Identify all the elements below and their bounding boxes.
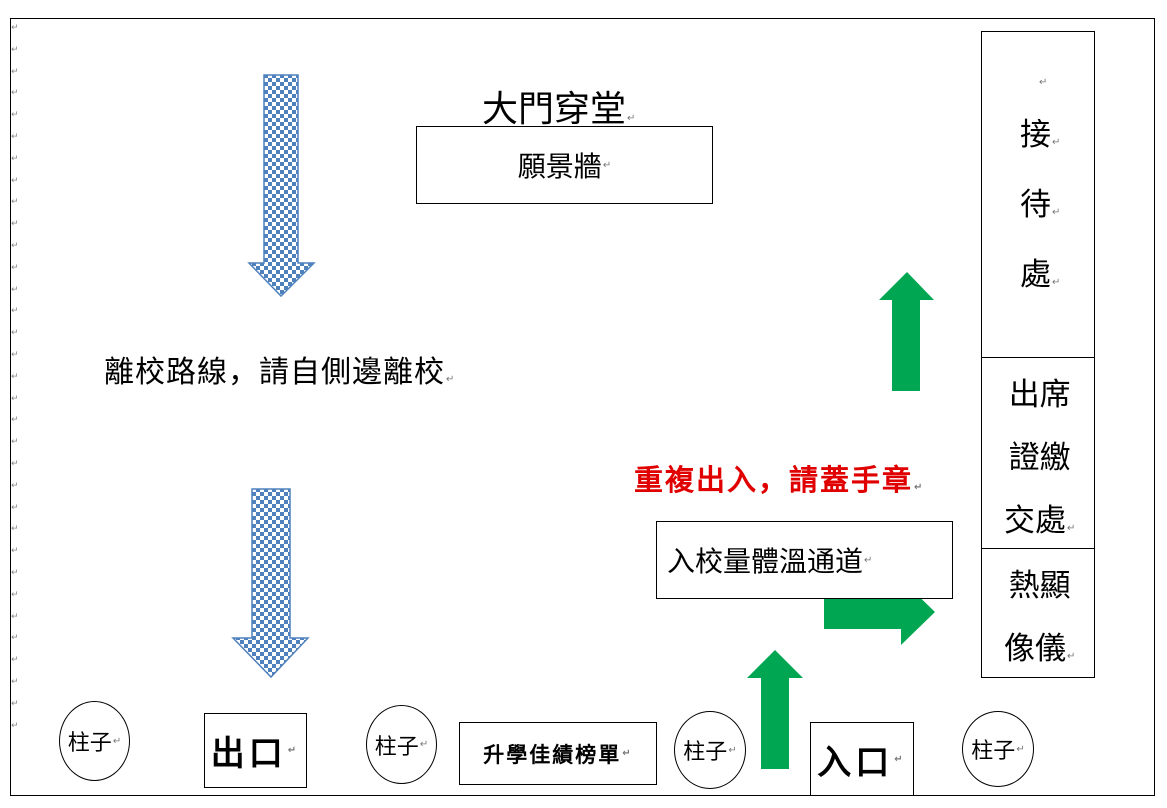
entrance-label: 入口 xyxy=(817,742,894,783)
temperature-channel-label: 入校量體溫通道 xyxy=(667,545,864,578)
exit-label: 出口 xyxy=(210,734,287,774)
attendance-line: 交處 xyxy=(1004,503,1066,539)
thermal-imager-section: 熱顯 像儀↵ xyxy=(982,549,1094,677)
diagram-frame xyxy=(10,18,1155,796)
attendance-line: 出席 xyxy=(1008,377,1071,413)
reception-char: 處 xyxy=(1020,257,1051,293)
paragraph-marks: ↵↵↵↵↵↵↵↵↵↵↵↵↵↵↵↵↵↵↵↵↵↵↵↵↵↵↵↵↵↵↵↵↵ xyxy=(11,23,19,731)
page-title: 大門穿堂↵ xyxy=(482,89,636,130)
checkered-down-arrow-icon xyxy=(231,488,310,679)
green-up-arrow-icon xyxy=(879,272,934,391)
repeat-entry-notice: 重複出入，請蓋手章↵ xyxy=(634,463,925,497)
checkered-down-arrow-icon xyxy=(247,74,316,298)
reception-char: 接 xyxy=(1020,117,1051,153)
reception-section: ↵ 接↵ 待↵ 處↵ xyxy=(982,32,1094,358)
reception-char: 待 xyxy=(1020,187,1051,223)
vision-wall-box: 願景牆↵ xyxy=(416,126,713,204)
leave-route-notice: 離校路線，請自側邊離校↵ xyxy=(104,355,456,390)
ranking-board-box: 升學佳績榜單↵ xyxy=(459,722,657,785)
exit-box: 出口↵ xyxy=(204,713,307,788)
temperature-channel-box: 入校量體溫通道↵ xyxy=(656,521,953,599)
vision-wall-label: 願景牆 xyxy=(517,150,602,183)
thermal-line: 像儀 xyxy=(1004,631,1066,667)
pillar: 柱子↵ xyxy=(674,711,746,789)
leave-route-text: 離校路線，請自側邊離校 xyxy=(104,355,445,390)
entrance-box: 入口↵ xyxy=(810,722,914,796)
green-up-arrow-icon xyxy=(747,650,803,769)
title-text: 大門穿堂 xyxy=(482,89,627,130)
attendance-line: 證繳 xyxy=(1008,440,1071,476)
ranking-board-label: 升學佳績榜單 xyxy=(483,741,622,767)
pillar: 柱子↵ xyxy=(962,711,1034,787)
pillar: 柱子↵ xyxy=(366,705,437,784)
attendance-submission-section: 出席 證繳 交處↵ xyxy=(982,358,1094,549)
pillar: 柱子↵ xyxy=(59,701,130,781)
repeat-entry-text: 重複出入，請蓋手章 xyxy=(634,463,914,497)
right-service-column: ↵ 接↵ 待↵ 處↵ 出席 證繳 交處↵ 熱顯 像儀↵ xyxy=(981,31,1095,678)
thermal-line: 熱顯 xyxy=(1008,568,1071,604)
